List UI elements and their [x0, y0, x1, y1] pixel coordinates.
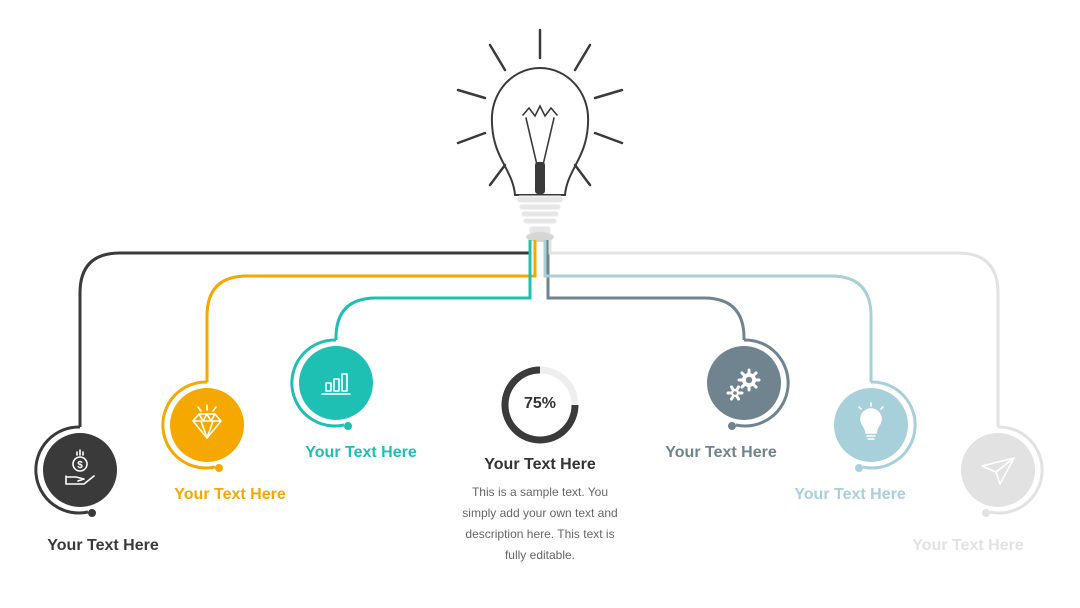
node-dot: [88, 509, 96, 517]
node-5: [834, 380, 917, 472]
percent-label: 75%: [523, 395, 557, 412]
item-label-2: Your Text Here: [174, 486, 286, 503]
node-circle: [170, 388, 244, 462]
center-title: Your Text Here: [484, 456, 596, 473]
progress-ring: [501, 366, 579, 444]
node-dot: [855, 464, 863, 472]
connector-line: [334, 240, 532, 340]
node-ring: [862, 380, 917, 470]
bulb-base: [516, 195, 564, 235]
node-4: [707, 338, 790, 430]
bulb-filament: [522, 104, 558, 166]
item-label-6: Your Text Here: [912, 537, 1024, 554]
nodes: $: [34, 338, 1044, 517]
bulb-glass: [490, 66, 590, 196]
node-2: [161, 380, 244, 472]
ray: [573, 163, 592, 187]
node-6: [961, 425, 1044, 517]
connector-line: [205, 240, 537, 382]
gears-icon: [726, 368, 761, 401]
svg-text:$: $: [77, 460, 83, 471]
diamond-icon: [192, 404, 222, 439]
bar-chart-icon: [321, 373, 351, 395]
connector-line: [543, 240, 873, 382]
progress-fill: [501, 366, 579, 444]
ray: [573, 43, 592, 72]
connector-line: [548, 240, 1000, 427]
ray: [593, 131, 624, 145]
ray: [488, 43, 507, 72]
node-dot: [728, 422, 736, 430]
node-dot: [215, 464, 223, 472]
money-hand-icon: $: [65, 449, 95, 485]
lightbulb-icon: [858, 402, 884, 440]
connector-line: [546, 240, 746, 340]
ray: [456, 131, 487, 145]
node-ring: [735, 338, 790, 428]
paper-plane-icon: [981, 457, 1015, 485]
node-dot: [982, 509, 990, 517]
ray: [456, 88, 487, 100]
node-ring: [290, 338, 345, 428]
center-description: This is a sample text. You simply add yo…: [462, 485, 618, 562]
item-label-5: Your Text Here: [794, 486, 906, 503]
ray: [488, 163, 507, 187]
node-3: [290, 338, 373, 430]
bulb-socket: [526, 232, 554, 242]
node-circle: [299, 346, 373, 420]
bulb-stem: [535, 162, 545, 194]
node-circle: [43, 433, 117, 507]
item-label-4: Your Text Here: [665, 444, 777, 461]
node-ring: [34, 425, 89, 515]
connector-line: [78, 240, 532, 427]
ray: [593, 88, 624, 100]
item-label-3: Your Text Here: [305, 444, 417, 461]
node-1: $: [34, 425, 117, 517]
node-ring: [161, 380, 216, 470]
node-dot: [344, 422, 352, 430]
node-ring: [989, 425, 1044, 515]
connectors: [78, 240, 1000, 427]
item-label-1: Your Text Here: [47, 537, 159, 554]
lightbulb-illustration: [456, 28, 624, 196]
